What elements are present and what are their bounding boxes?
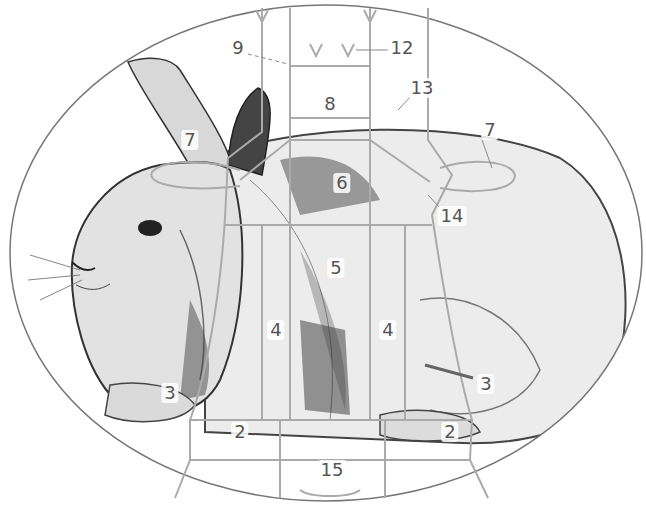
callout-number: 5 — [327, 258, 344, 278]
leader-lines — [248, 50, 492, 378]
callout-number: 9 — [229, 38, 246, 58]
callout-number: 14 — [438, 206, 467, 226]
oval-frame — [10, 5, 642, 501]
callout-number: 15 — [318, 460, 347, 480]
rabbit-drawing — [28, 58, 626, 443]
callout-number: 7 — [181, 130, 198, 150]
callout-number: 2 — [441, 422, 458, 442]
callout-number: 4 — [267, 320, 284, 340]
callout-number: 6 — [333, 173, 350, 193]
callout-number: 7 — [481, 120, 498, 140]
callout-number: 12 — [388, 38, 417, 58]
callout-number: 2 — [231, 422, 248, 442]
callout-number: 13 — [408, 78, 437, 98]
callout-number: 3 — [477, 374, 494, 394]
callout-number: 4 — [379, 320, 396, 340]
callout-number: 3 — [161, 383, 178, 403]
cutting-scheme — [151, 8, 515, 498]
callout-number: 8 — [321, 94, 338, 114]
